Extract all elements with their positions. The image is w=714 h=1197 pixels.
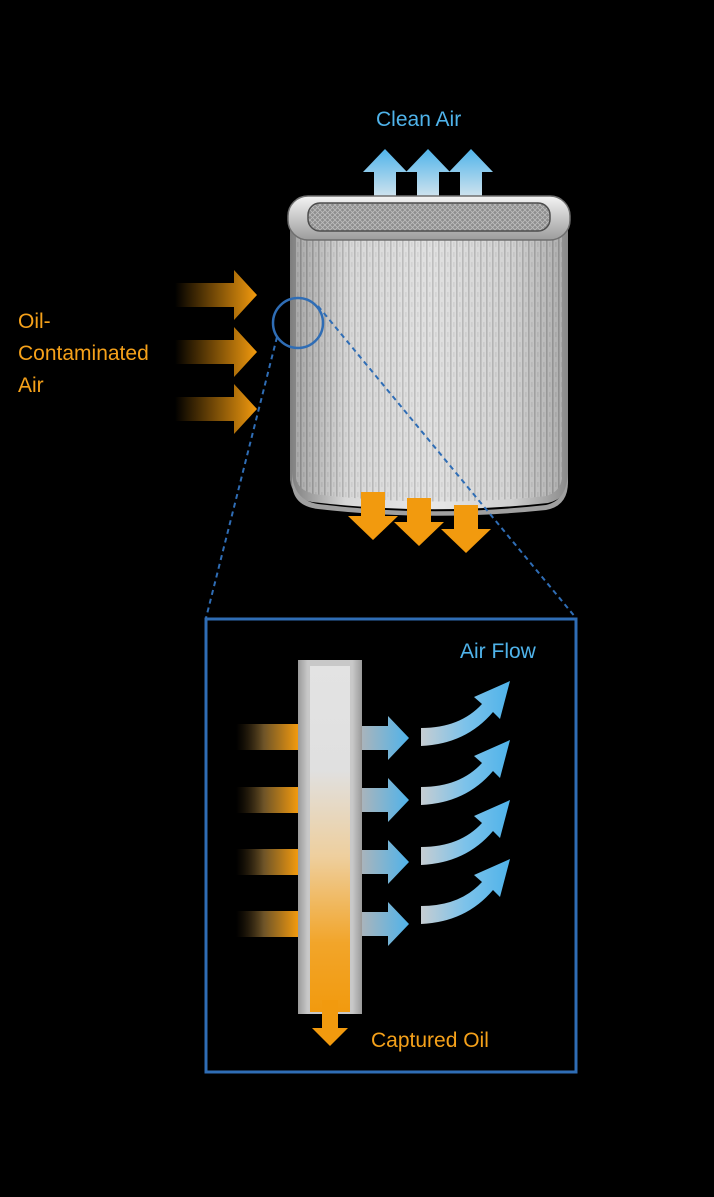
filter-media-core: [310, 666, 350, 1012]
oil-inlet-bar: [236, 849, 298, 875]
blue-curved-arrow-icon: [421, 859, 510, 924]
oil-inlet-bar: [236, 724, 298, 750]
filter-cartridge: [287, 195, 571, 516]
blue-curved-arrow-icon: [421, 740, 510, 805]
clean-air-arrows: [363, 149, 493, 200]
blue-right-arrow-icon: [362, 902, 409, 946]
orange-right-arrow-icon: [175, 327, 257, 377]
orange-right-arrow-icon: [175, 270, 257, 320]
oil-inlet-bar: [236, 787, 298, 813]
orange-down-arrow-icon: [312, 1000, 348, 1046]
blue-up-arrow-icon: [406, 149, 450, 200]
blue-up-arrow-icon: [363, 149, 407, 200]
zoom-circle: [271, 296, 325, 350]
oil-inlet-bar: [236, 911, 298, 937]
filter-shading: [296, 232, 562, 502]
blue-right-arrow-icon: [362, 778, 409, 822]
captured-oil-label: Captured Oil: [371, 1029, 489, 1052]
curved-airflow-arrows: [421, 681, 510, 924]
blue-right-arrow-icon: [362, 840, 409, 884]
filter-top-mesh: [307, 202, 551, 232]
inlet-arrows: [175, 270, 257, 434]
oil-contaminated-label-line-3: Air: [18, 374, 44, 397]
orange-right-arrow-icon: [175, 384, 257, 434]
air-flow-label: Air Flow: [460, 640, 536, 663]
drain-arrows: [348, 492, 491, 553]
zoom-line-left: [205, 336, 278, 619]
blue-curved-arrow-icon: [421, 681, 510, 746]
oil-contaminated-label-line-2: Contaminated: [18, 342, 149, 365]
zoom-line-right: [317, 305, 577, 619]
clean-air-label: Clean Air: [376, 108, 462, 131]
orange-down-arrow-icon: [441, 505, 491, 553]
orange-down-arrow-icon: [394, 498, 444, 546]
blue-curved-arrow-icon: [421, 800, 510, 865]
blue-right-arrow-icon: [362, 716, 409, 760]
detail-outlet-arrows: [362, 716, 409, 946]
blue-up-arrow-icon: [449, 149, 493, 200]
orange-down-arrow-icon: [348, 492, 398, 540]
oil-contaminated-label-line-1: Oil-: [18, 310, 51, 333]
detail-inlet-arrows: [236, 724, 298, 937]
filter-media-section: [298, 660, 362, 1046]
